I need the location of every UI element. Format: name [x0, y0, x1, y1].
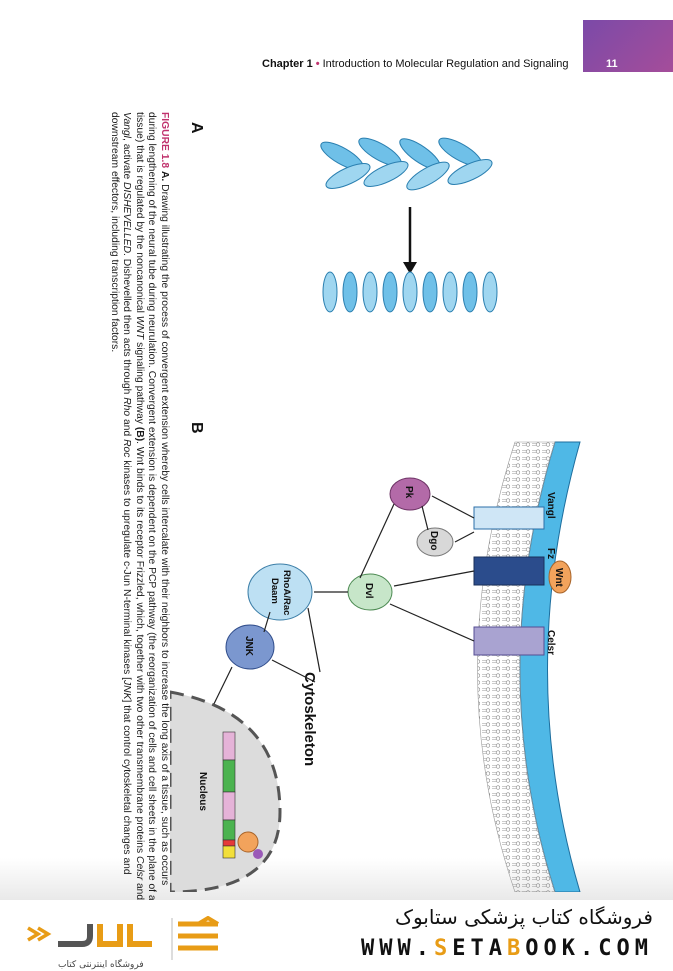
jnk-node: [225, 624, 275, 670]
brand-subtitle: فروشگاه اینترنتی کتاب: [58, 960, 144, 970]
caption-italic-6: Roc: [121, 439, 133, 458]
page-number-tab: [583, 20, 673, 72]
vangl-receptor: [473, 506, 545, 530]
label-pk: Pk: [403, 486, 414, 499]
convergent-cells-before: [320, 137, 493, 191]
url-highlight-2: B: [507, 936, 526, 961]
label-vangl: Vangl: [545, 492, 556, 519]
rho-daam-node: [247, 563, 313, 621]
label-cytoskeleton: Cytoskeleton: [301, 672, 318, 766]
caption-text-6: . Dishevelled then acts through: [121, 253, 133, 398]
caption-text-8: kinases to upregulate c-Jun N-terminal k…: [121, 457, 133, 681]
caption-italic-2: Celsr: [133, 856, 145, 881]
fz-receptor: [473, 556, 545, 586]
caption-text-3: . Wnt binds to its receptor Frizzled, wh…: [133, 441, 145, 857]
celsr-receptor: [473, 626, 545, 656]
panel-b-label: B: [188, 422, 205, 434]
page-number: 11: [606, 58, 618, 70]
convergent-cells-after: [322, 271, 498, 313]
url-part-1: WWW.: [361, 936, 435, 961]
caption-text-5: , activate: [121, 137, 133, 183]
url-highlight-1: S: [434, 936, 453, 961]
caption-italic-7: JNK: [121, 680, 133, 700]
cofactor: [253, 849, 263, 859]
panel-a-label: A: [188, 122, 205, 134]
transcription-factor: [237, 831, 259, 853]
label-rho: RhoA/Rac: [281, 570, 292, 615]
label-daam: Daam: [269, 578, 280, 604]
caption-figure-label: FIGURE 1.8: [159, 112, 170, 169]
label-jnk: JNK: [243, 636, 254, 657]
label-fz: Fz: [545, 548, 556, 559]
pk-node: [389, 477, 431, 511]
label-nucleus: Nucleus: [197, 772, 208, 811]
caption-text-2: signaling pathway: [133, 339, 145, 427]
url-part-3: OOK.COM: [525, 936, 653, 961]
store-url[interactable]: WWW.SETABOOK.COM: [361, 936, 653, 961]
label-wnt: Wnt: [553, 568, 564, 588]
chapter-title: Introduction to Molecular Regulation and…: [322, 58, 569, 70]
label-dgo: Dgo: [428, 531, 439, 550]
figure-diagram: A B: [170, 122, 581, 892]
setabook-logo: [27, 916, 220, 960]
caption-text-4: and: [133, 880, 145, 901]
label-celsr: Celsr: [545, 630, 556, 655]
caption-italic-5: Rho: [121, 397, 133, 417]
footer-banner: [0, 900, 673, 971]
caption-italic-3: Vangl: [121, 112, 133, 138]
label-dvl: Dvl: [363, 583, 374, 599]
header-separator: •: [315, 58, 320, 70]
pathway-arrows: [209, 495, 475, 713]
chapter-label: Chapter 1: [262, 58, 313, 70]
caption-b-label: (B): [133, 426, 145, 442]
rotated-figure-block: A B: [109, 112, 610, 901]
figure-caption: FIGURE 1.8 A. Drawing illustrating the p…: [107, 112, 170, 902]
caption-italic-4: DISHEVELLED: [121, 182, 133, 254]
store-title: فروشگاه کتاب پزشکی ستابوک: [395, 905, 653, 929]
caption-italic-1: WNT: [133, 315, 145, 340]
url-part-2: ETA: [452, 936, 508, 961]
wnt-ligand: [548, 560, 572, 594]
caption-a-label: A.: [159, 170, 170, 182]
running-header: Chapter 1•Introduction to Molecular Regu…: [262, 58, 568, 70]
caption-text-7: and: [121, 416, 133, 440]
dgo-node: [416, 527, 454, 557]
dna-strand: [222, 731, 236, 859]
